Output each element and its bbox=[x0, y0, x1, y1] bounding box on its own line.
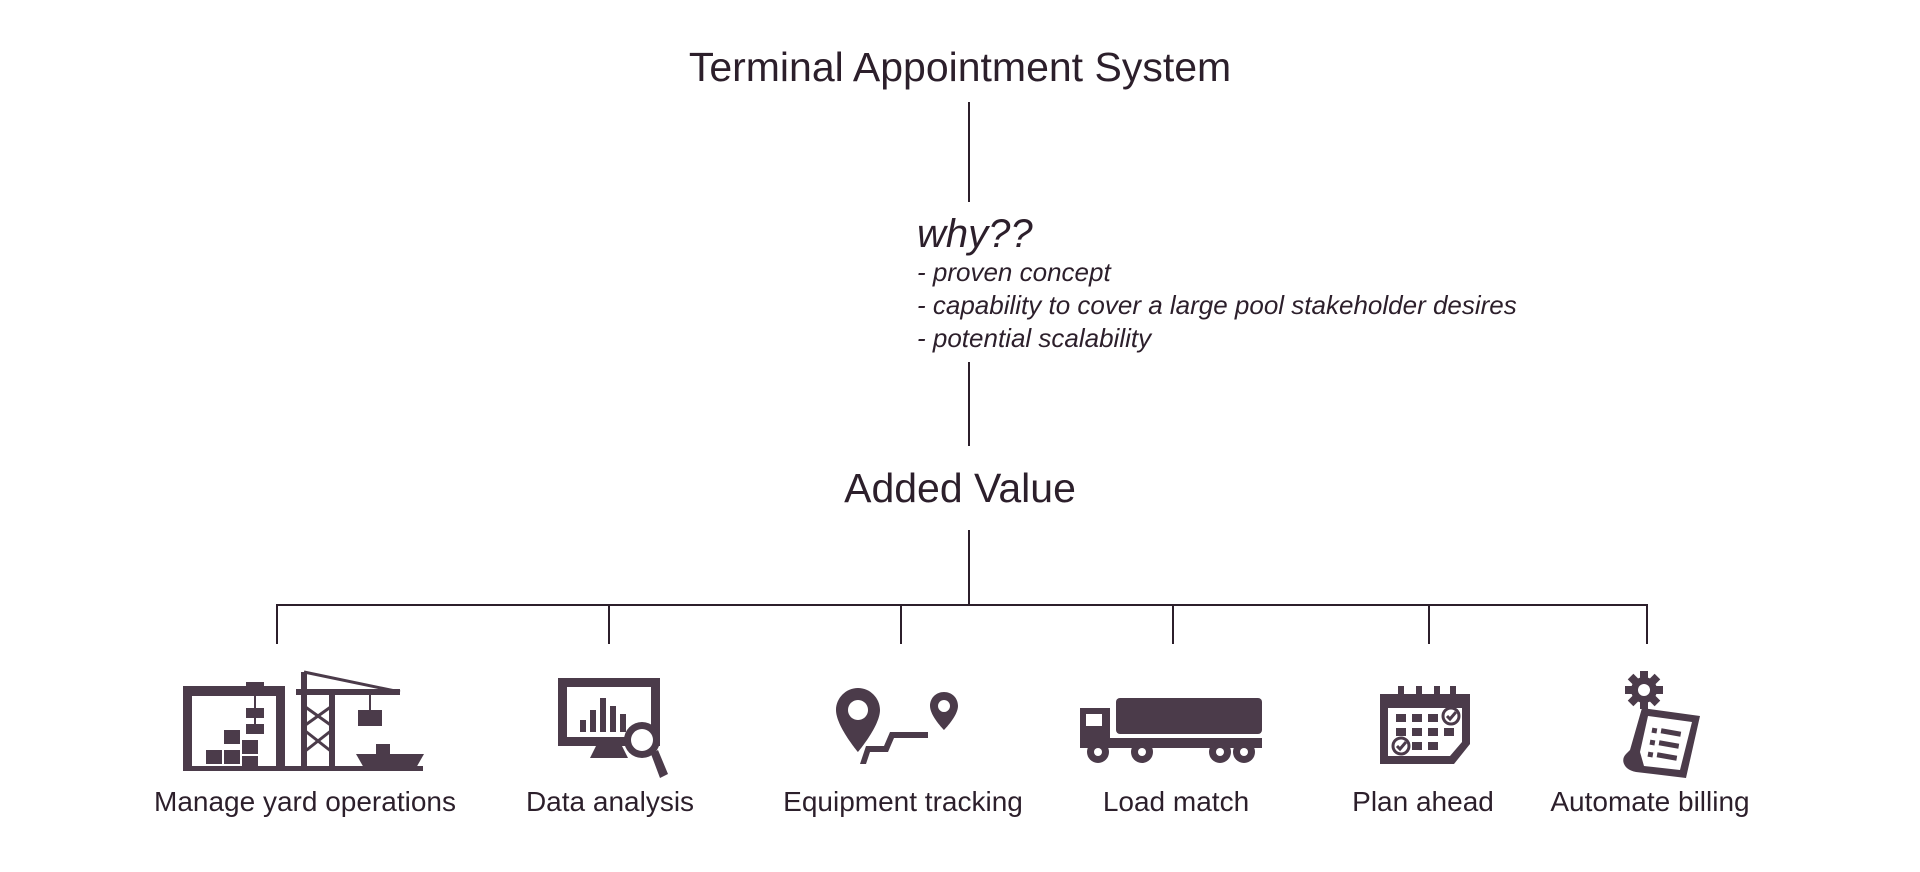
branch-line bbox=[900, 604, 902, 644]
added-value-heading: Added Value bbox=[844, 465, 1076, 511]
monitor-chart-magnifier-icon bbox=[556, 676, 676, 780]
truck-icon bbox=[1078, 694, 1264, 764]
item-label: Manage yard operations bbox=[154, 786, 456, 817]
connector-title-why bbox=[968, 102, 970, 202]
branch-line bbox=[1646, 604, 1648, 644]
branch-line bbox=[1428, 604, 1430, 644]
item-label: Automate billing bbox=[1550, 786, 1750, 817]
connector-added-value-bus bbox=[968, 530, 970, 606]
branch-line bbox=[276, 604, 278, 644]
invoice-gear-icon bbox=[1614, 670, 1704, 780]
route-pins-icon bbox=[836, 688, 960, 768]
item-label: Plan ahead bbox=[1352, 786, 1494, 817]
branch-line bbox=[1172, 604, 1174, 644]
diagram-title: Terminal Appointment System bbox=[688, 44, 1232, 90]
connector-why-added-value bbox=[968, 362, 970, 446]
why-heading: why?? bbox=[917, 212, 1033, 256]
branch-line bbox=[608, 604, 610, 644]
calendar-icon bbox=[1376, 686, 1476, 768]
item-label: Load match bbox=[1102, 786, 1250, 817]
item-label: Data analysis bbox=[525, 786, 695, 817]
why-point: - capability to cover a large pool stake… bbox=[917, 290, 1517, 320]
item-label: Equipment tracking bbox=[783, 786, 1023, 817]
why-block: why?? - proven concept - capability to c… bbox=[917, 212, 1517, 355]
branch-bus-line bbox=[276, 604, 1648, 606]
why-point: - proven concept bbox=[917, 257, 1111, 287]
port-crane-icon bbox=[180, 666, 430, 772]
why-point: - potential scalability bbox=[917, 323, 1152, 353]
